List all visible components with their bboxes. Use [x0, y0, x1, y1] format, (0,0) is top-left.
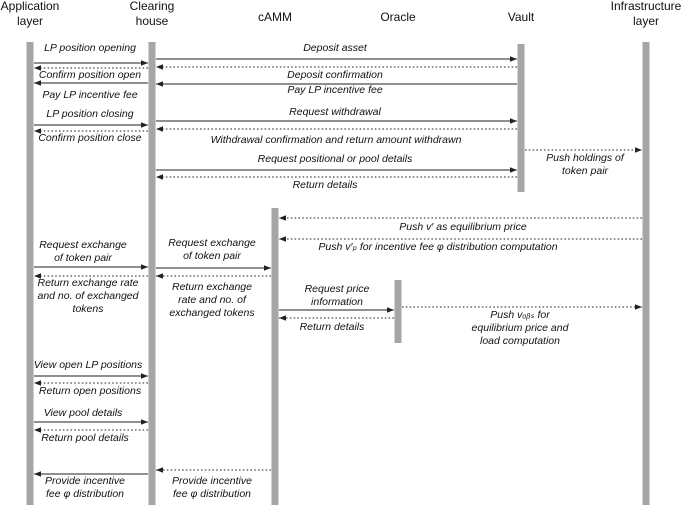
- participant-vault: Vault: [508, 10, 535, 24]
- message-label: Push v′ₚ for incentive fee φ distributio…: [318, 241, 557, 253]
- lifeline-infra: [642, 42, 650, 505]
- message-label: Return details: [300, 321, 366, 333]
- message-label: Deposit confirmation: [287, 69, 383, 81]
- message-label: Pay LP incentive fee: [42, 89, 137, 101]
- lifeline-oracle: [394, 280, 402, 343]
- message-label: Return details: [293, 179, 359, 191]
- message-label: Confirm position open: [39, 69, 141, 81]
- lifeline-vault: [517, 44, 525, 192]
- message-label: LP position opening: [44, 42, 136, 54]
- message-label: LP position closing: [46, 108, 133, 120]
- message-label: Request withdrawal: [289, 106, 381, 118]
- lifeline-ch: [148, 42, 156, 505]
- message-label: Confirm position close: [38, 132, 141, 144]
- participant-oracle: Oracle: [380, 10, 416, 24]
- message-label: Push v′ as equilibrium price: [399, 221, 527, 233]
- lifeline-camm: [271, 208, 279, 505]
- lifeline-app: [26, 42, 34, 505]
- message-label: View pool details: [44, 407, 123, 419]
- message-label: Return open positions: [39, 385, 142, 397]
- message-label: Pay LP incentive fee: [287, 84, 382, 96]
- message-label: Withdrawal confirmation and return amoun…: [211, 134, 462, 146]
- message-label: Return pool details: [41, 432, 129, 444]
- message-label: Request positional or pool details: [258, 153, 413, 165]
- message-label: Deposit asset: [303, 42, 368, 54]
- message-label: View open LP positions: [34, 359, 143, 371]
- participant-camm: cAMM: [258, 10, 292, 24]
